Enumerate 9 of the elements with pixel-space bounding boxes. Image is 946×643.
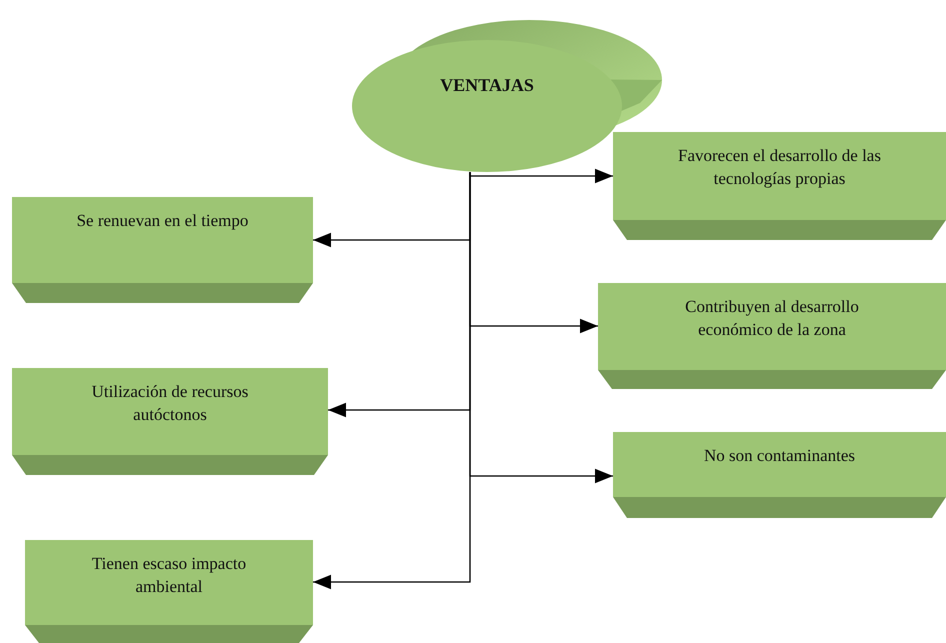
box-text: Favorecen el desarrollo de las tecnologías propias — [677, 145, 882, 190]
arrow — [469, 168, 613, 184]
box-text: Se renuevan en el tiempo — [76, 210, 250, 232]
box-text: No son contaminantes — [702, 445, 856, 467]
box-text: Tienen escaso impacto ambiental — [90, 553, 248, 598]
box-text: Utilización de recursos autóctonos — [90, 381, 250, 426]
box-text: Contribuyen al desarrollo económico de la zona — [684, 296, 860, 341]
arrow — [313, 172, 471, 590]
oval-title: VENTAJAS — [439, 74, 535, 97]
